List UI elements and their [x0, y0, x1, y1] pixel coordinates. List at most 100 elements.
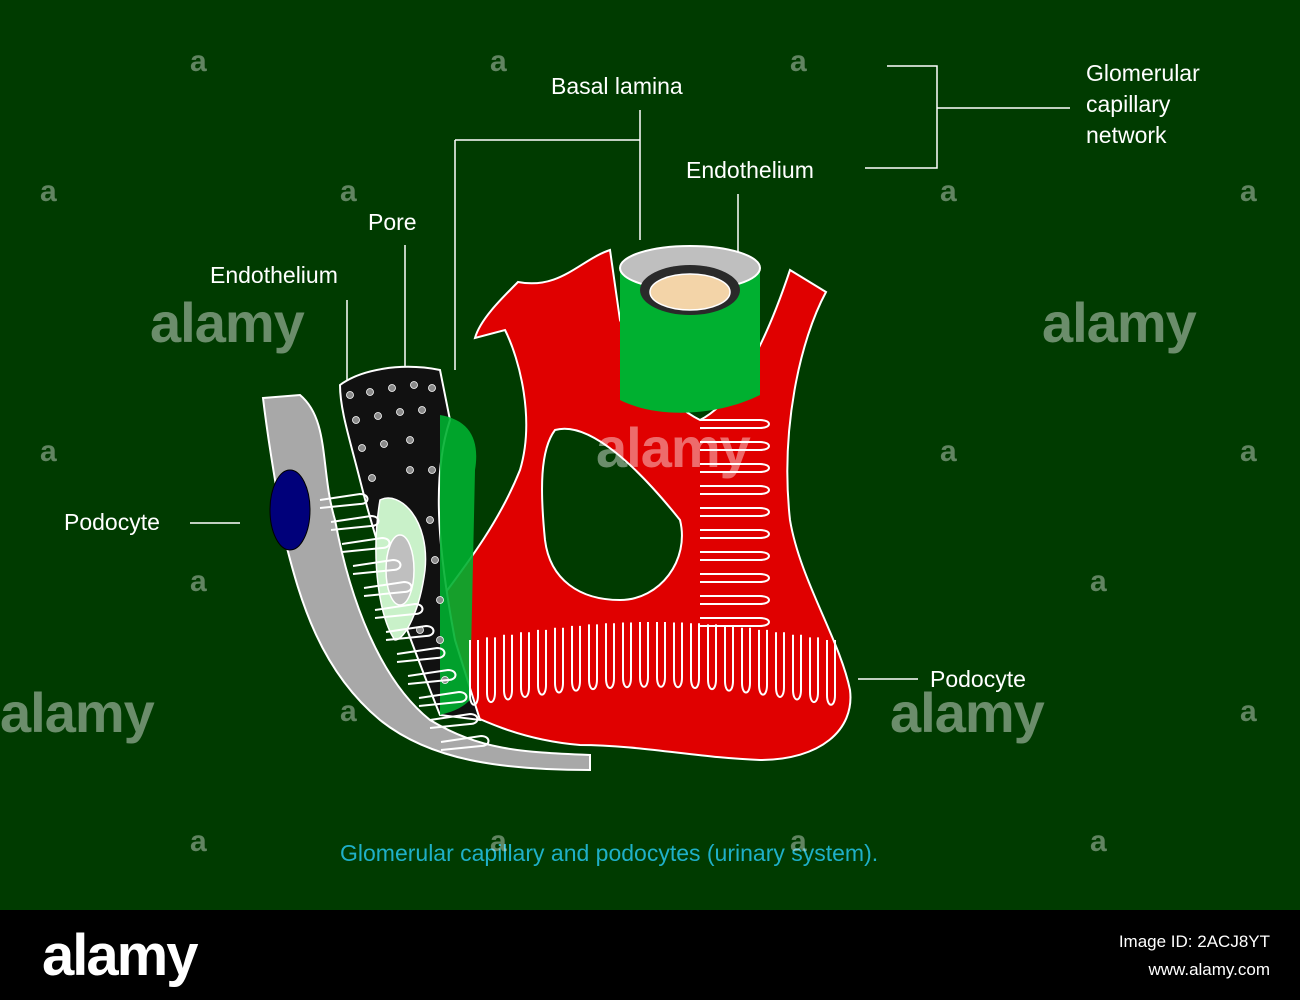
foot-process [429, 712, 479, 729]
foot-process [571, 625, 581, 692]
foot-process [700, 595, 770, 605]
foot-process [656, 622, 666, 688]
foot-process [396, 646, 446, 663]
label-pore: Pore [368, 209, 417, 235]
foot-process [673, 622, 683, 689]
capillary-tube-top [619, 245, 761, 413]
watermark-mark: a [490, 825, 507, 858]
podocyte-nucleus [269, 469, 311, 551]
watermark-mark: a [190, 45, 207, 78]
foot-process [486, 637, 496, 704]
leader-network-bracket [865, 65, 1070, 169]
foot-process [700, 507, 770, 517]
label-capillary: capillary [1086, 91, 1171, 117]
watermark-mark: a [940, 435, 957, 468]
foot-process [639, 622, 649, 688]
foot-process [605, 623, 615, 689]
site-url: www.alamy.com [1148, 960, 1270, 979]
pore-dot [358, 444, 366, 452]
foot-process [775, 632, 785, 698]
foot-process [352, 558, 402, 575]
glomerulus-illustration [190, 65, 1070, 772]
podocyte-grey-body [261, 393, 591, 772]
foot-process [724, 625, 734, 692]
watermark-mark: a [1240, 695, 1257, 728]
pore-dot [428, 384, 436, 392]
foot-processes [319, 419, 836, 751]
foot-process [700, 441, 770, 451]
pore-dot [380, 440, 388, 448]
foot-process [700, 551, 770, 561]
foot-process [700, 573, 770, 583]
brand-logo: alamy [42, 923, 198, 988]
watermark-mark: a [190, 825, 207, 858]
pore-dot [368, 474, 376, 482]
foot-process [700, 463, 770, 473]
foot-process [363, 580, 413, 597]
watermark-alamy: alamy [1042, 291, 1197, 354]
foot-process [690, 623, 700, 689]
pore-dot [418, 406, 426, 414]
watermark-alamy: alamy [0, 681, 155, 744]
pore-dot [428, 466, 436, 474]
label-podocyte-left: Podocyte [64, 509, 160, 535]
leader-lines [190, 65, 1070, 680]
foot-process [440, 734, 490, 751]
foot-process [554, 627, 564, 694]
foot-process [792, 634, 802, 701]
label-podocyte-right: Podocyte [930, 666, 1026, 692]
image-id: Image ID: 2ACJ8YT [1118, 932, 1270, 951]
podocyte-red-hole [541, 427, 683, 602]
leader-basal-lamina [454, 110, 641, 370]
foot-process [758, 629, 768, 696]
label-endothelium-left: Endothelium [210, 262, 338, 288]
label-glomerular: Glomerular [1086, 60, 1200, 86]
watermark-mark: a [490, 45, 507, 78]
pore-dot [436, 596, 444, 604]
watermark-alamy: alamy [150, 291, 305, 354]
foot-process [741, 627, 751, 694]
watermark-mark: a [340, 175, 357, 208]
pore-dot [426, 516, 434, 524]
foot-process [385, 624, 435, 641]
foot-process [537, 629, 547, 696]
pore-dot [406, 436, 414, 444]
pore-dot [406, 466, 414, 474]
pores [346, 381, 449, 684]
foot-process [319, 492, 369, 509]
foot-process [520, 632, 530, 698]
diagram-canvas: Basal lamina Glomerular capillary networ… [0, 0, 1300, 910]
watermark-mark: a [1240, 435, 1257, 468]
foot-process [588, 624, 598, 691]
pore-dot [396, 408, 404, 416]
foot-process [700, 617, 770, 627]
pore-dot [374, 412, 382, 420]
foot-process [700, 529, 770, 539]
watermark-mark: a [40, 175, 57, 208]
pore-dot [352, 416, 360, 424]
watermark-mark: a [190, 565, 207, 598]
watermark-alamy: alamy [890, 681, 1045, 744]
watermark-mark: a [790, 825, 807, 858]
pore-dot [346, 391, 354, 399]
label-network: network [1086, 122, 1167, 148]
watermark-mark: a [790, 45, 807, 78]
pore-dot [366, 388, 374, 396]
pore-dot [388, 384, 396, 392]
stock-footer: alamy Image ID: 2ACJ8YT www.alamy.com [0, 910, 1300, 1000]
foot-process [700, 419, 770, 429]
foot-process [374, 602, 424, 619]
watermark-mark: a [940, 175, 957, 208]
pore-dot [436, 636, 444, 644]
pore-dot [410, 381, 418, 389]
foot-process [622, 622, 632, 689]
watermark-alamy: alamy [596, 416, 751, 479]
watermark-mark: a [340, 695, 357, 728]
figure-caption: Glomerular capillary and podocytes (urin… [340, 840, 879, 866]
foot-process [407, 668, 457, 685]
foot-process [503, 634, 513, 701]
watermark-mark: a [40, 435, 57, 468]
foot-process [330, 514, 380, 531]
foot-process [469, 640, 479, 706]
label-endothelium-top: Endothelium [686, 157, 814, 183]
